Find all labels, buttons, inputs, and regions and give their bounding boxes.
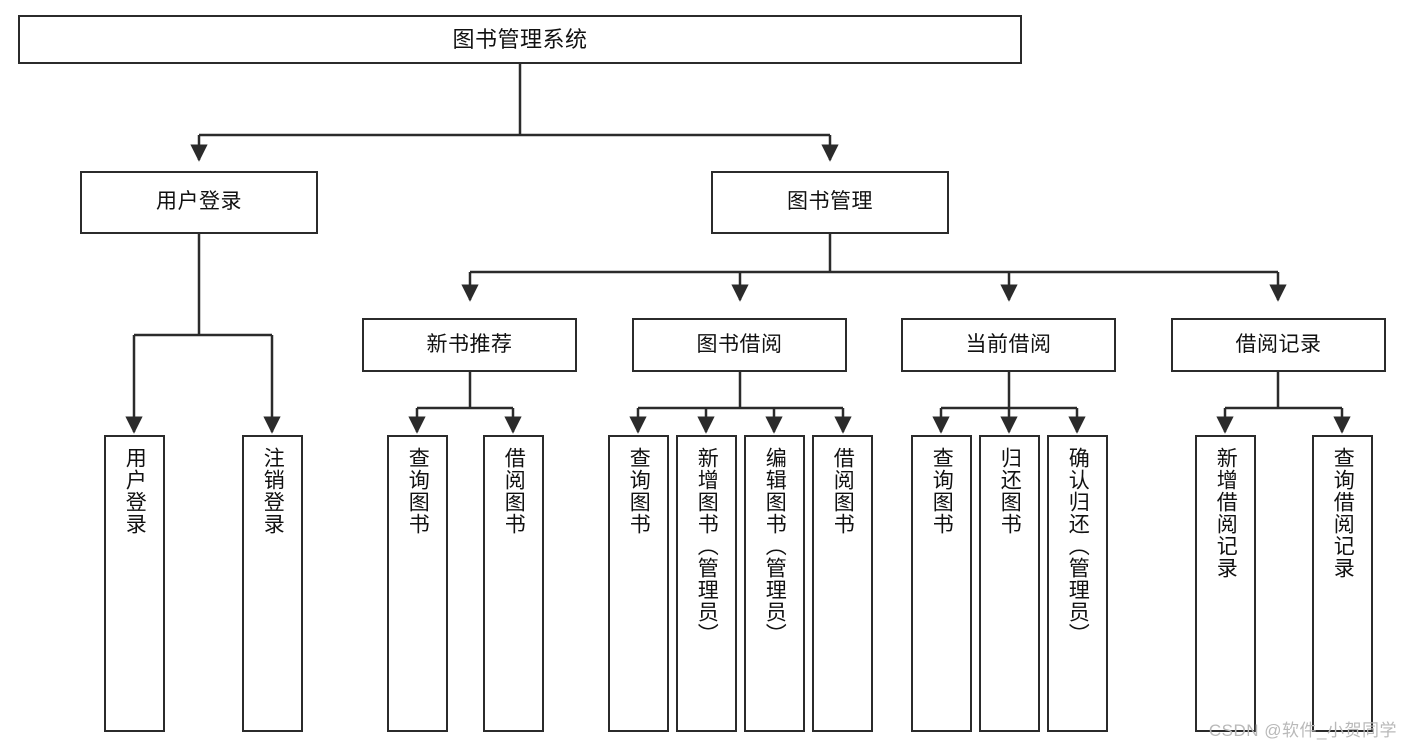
node-leaf-logout[interactable]: 注销登录	[242, 435, 303, 732]
node-leaf-borrow-book-1-label: 借阅图书	[502, 447, 526, 535]
node-leaf-add-record[interactable]: 新增借阅记录	[1195, 435, 1256, 732]
node-leaf-return-book[interactable]: 归还图书	[979, 435, 1040, 732]
edge-borrowrecord-to-leaves	[1216, 372, 1351, 434]
node-leaf-borrow-book-1[interactable]: 借阅图书	[483, 435, 544, 732]
node-leaf-return-book-label: 归还图书	[998, 447, 1022, 535]
node-book-borrow-label: 图书借阅	[696, 332, 783, 356]
node-book-management[interactable]: 图书管理	[711, 171, 949, 234]
edge-bookmgmt-to-level3	[461, 234, 1287, 302]
edge-newbook-to-leaves	[408, 372, 522, 434]
node-leaf-borrow-book-2-label: 借阅图书	[831, 447, 855, 535]
node-leaf-user-login[interactable]: 用户登录	[104, 435, 165, 732]
node-book-management-label: 图书管理	[787, 190, 873, 214]
node-leaf-query-book-2[interactable]: 查询图书	[608, 435, 669, 732]
node-new-book-recommend-label: 新书推荐	[426, 332, 513, 356]
node-leaf-query-book-1-label: 查询图书	[406, 447, 430, 535]
node-leaf-query-book-3-label: 查询图书	[930, 447, 954, 535]
node-borrow-record[interactable]: 借阅记录	[1171, 318, 1386, 372]
node-leaf-add-book-label: 新增图书（管理员）	[695, 447, 719, 645]
node-leaf-add-record-label: 新增借阅记录	[1214, 447, 1238, 579]
node-leaf-confirm-return-label: 确认归还（管理员）	[1066, 447, 1090, 645]
node-user-login-label: 用户登录	[156, 190, 242, 214]
node-leaf-query-record-label: 查询借阅记录	[1331, 447, 1355, 579]
node-leaf-query-book-1[interactable]: 查询图书	[387, 435, 448, 732]
node-leaf-edit-book-label: 编辑图书（管理员）	[763, 447, 787, 645]
node-current-borrow-label: 当前借阅	[965, 332, 1052, 356]
node-root-label: 图书管理系统	[452, 26, 588, 52]
edge-root-to-level2	[190, 64, 839, 162]
watermark-text: CSDN @软件_小贺同学	[1208, 721, 1397, 740]
node-user-login[interactable]: 用户登录	[80, 171, 318, 234]
node-leaf-confirm-return[interactable]: 确认归还（管理员）	[1047, 435, 1108, 732]
edge-userlogin-to-leaves	[125, 234, 281, 434]
node-leaf-edit-book[interactable]: 编辑图书（管理员）	[744, 435, 805, 732]
edge-bookborrow-to-leaves	[629, 372, 852, 434]
node-leaf-user-login-label: 用户登录	[123, 447, 147, 535]
node-leaf-logout-label: 注销登录	[261, 447, 285, 535]
node-leaf-query-book-2-label: 查询图书	[627, 447, 651, 535]
node-current-borrow[interactable]: 当前借阅	[901, 318, 1116, 372]
edge-currentborrow-to-leaves	[932, 372, 1086, 434]
node-leaf-query-book-3[interactable]: 查询图书	[911, 435, 972, 732]
node-root[interactable]: 图书管理系统	[18, 15, 1022, 64]
node-borrow-record-label: 借阅记录	[1235, 332, 1322, 356]
node-leaf-query-record[interactable]: 查询借阅记录	[1312, 435, 1373, 732]
node-leaf-add-book[interactable]: 新增图书（管理员）	[676, 435, 737, 732]
node-leaf-borrow-book-2[interactable]: 借阅图书	[812, 435, 873, 732]
node-new-book-recommend[interactable]: 新书推荐	[362, 318, 577, 372]
node-book-borrow[interactable]: 图书借阅	[632, 318, 847, 372]
